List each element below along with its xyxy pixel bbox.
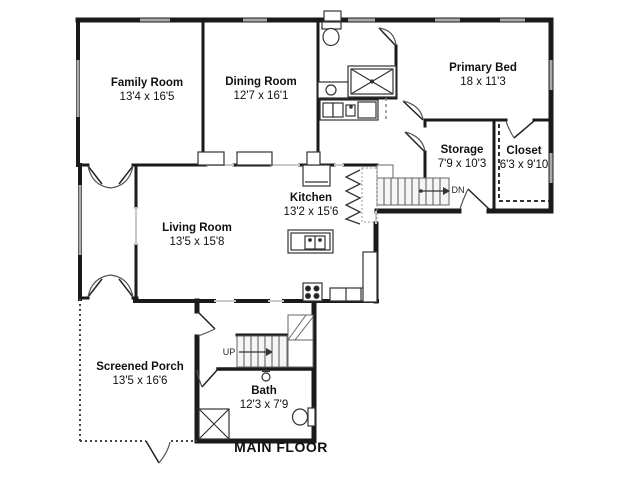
room-dimensions: 13'2 x 15'6 xyxy=(283,206,339,218)
room-label-screened-porch: Screened Porch 13'5 x 16'6 xyxy=(96,361,184,389)
room-label-primary-bed: Primary Bed 18 x 11'3 xyxy=(449,62,517,90)
fridge-icon xyxy=(302,164,331,187)
room-dimensions: 13'4 x 16'5 xyxy=(119,91,175,103)
floor-title: MAIN FLOOR xyxy=(234,439,328,455)
room-name: Dining Room xyxy=(225,76,297,89)
room-dimensions: 7'9 x 10'3 xyxy=(437,158,487,170)
stove-icon xyxy=(302,282,323,302)
stairs-down-icon xyxy=(376,164,450,206)
island-sink-icon xyxy=(287,229,334,254)
cased-openings xyxy=(135,164,377,302)
room-label-family-room: Family Room 13'4 x 16'5 xyxy=(111,77,183,105)
room-label-storage: Storage 7'9 x 10'3 xyxy=(438,144,487,172)
stairs-up-label: UP xyxy=(222,347,236,357)
window-markers xyxy=(76,18,553,255)
corner-shower-icon xyxy=(198,408,230,440)
room-dimensions: 6'3 x 9'10 xyxy=(499,159,549,171)
room-name: Primary Bed xyxy=(449,62,517,75)
stairs-up-icon xyxy=(236,335,288,368)
room-name: Living Room xyxy=(162,222,232,235)
room-name: Closet xyxy=(506,145,542,158)
room-label-dining-room: Dining Room 12'7 x 16'1 xyxy=(225,76,297,104)
ceiling-light-icon xyxy=(261,369,271,382)
room-name: Storage xyxy=(440,144,484,157)
room-name: Bath xyxy=(251,385,277,398)
chimney xyxy=(323,10,342,22)
room-name: Screened Porch xyxy=(96,361,184,374)
room-dimensions: 13'5 x 15'8 xyxy=(169,236,225,248)
kitchen-counter-right xyxy=(362,251,378,303)
stairs-down-label: DN xyxy=(451,185,465,195)
door-swings xyxy=(87,27,535,464)
winder-landing xyxy=(287,314,314,368)
room-name: Kitchen xyxy=(289,192,333,205)
room-label-closet: Closet 6'3 x 9'10 xyxy=(500,145,549,173)
kitchen-counter-top xyxy=(319,99,379,121)
fixtures xyxy=(197,10,397,440)
screened-porch-dotted-boundary xyxy=(79,299,197,442)
shower-tub-icon xyxy=(347,65,397,98)
room-label-kitchen: Kitchen 13'2 x 15'6 xyxy=(284,192,339,220)
bath-toilet-icon xyxy=(291,407,316,427)
closet-dashed-boundary xyxy=(498,124,549,202)
room-label-bath: Bath 12'3 x 7'9 xyxy=(240,385,289,413)
sink-icon xyxy=(317,81,349,99)
room-name: Family Room xyxy=(110,77,184,90)
toilet-icon xyxy=(321,21,342,47)
room-dimensions: 18 x 11'3 xyxy=(460,76,506,88)
cabinet-bumps xyxy=(197,151,321,166)
room-dimensions: 12'7 x 16'1 xyxy=(233,90,289,102)
pantry-shelves-icon xyxy=(344,167,378,225)
room-dimensions: 12'3 x 7'9 xyxy=(239,399,289,411)
room-dimensions: 13'5 x 16'6 xyxy=(112,375,168,387)
room-label-living-room: Living Room 13'5 x 15'8 xyxy=(162,222,232,250)
